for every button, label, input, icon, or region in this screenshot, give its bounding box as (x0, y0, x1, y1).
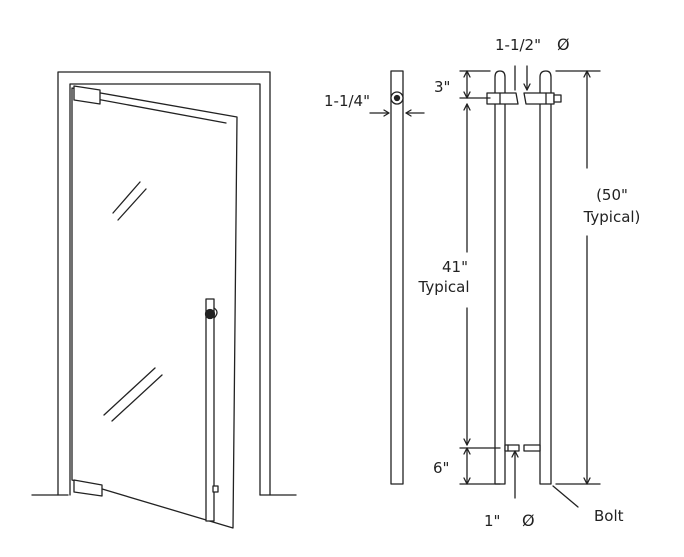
door-view (31, 71, 297, 529)
door-frame-outer (57, 71, 271, 496)
diameter-symbol-bottom: Ø (522, 511, 535, 530)
dimension-labels: 1-1/2" Ø 1-1/4" 3" 41" Typical 6" 1" Ø (… (324, 35, 640, 530)
handle-standoff-curve (213, 307, 218, 319)
label-standoff-diameter: 1" (484, 512, 500, 530)
dim-3-arrow-up (463, 70, 471, 78)
label-grip-length-2: Typical (418, 278, 470, 296)
bottom-dia-arrow (511, 450, 519, 458)
reflection-1 (112, 181, 141, 214)
left-pull-bar (494, 70, 506, 485)
top-standoff-right (523, 92, 555, 105)
side-width-arrow-left (383, 109, 390, 117)
dim-6-arrow-up (463, 447, 471, 455)
label-grip-length-1: 41" (442, 258, 468, 276)
label-handle-diameter: 1-1/2" (495, 36, 541, 54)
side-view-standoff-center (393, 94, 401, 102)
label-overall-length-2: Typical) (583, 208, 641, 226)
label-bolt: Bolt (594, 507, 624, 525)
glass-door-panel (71, 87, 238, 529)
reflection-3 (103, 367, 156, 416)
dim-6-arrow-down (463, 477, 471, 485)
bottom-standoff-left (504, 444, 520, 452)
label-side-width: 1-1/4" (324, 92, 370, 110)
reflection-2 (117, 188, 147, 221)
front-view (459, 65, 601, 508)
diameter-symbol-top: Ø (557, 35, 570, 54)
glass-edge (79, 95, 227, 124)
side-width-arrow-right (405, 109, 412, 117)
reflection-4 (111, 374, 163, 422)
dim-41-arrow-down (463, 438, 471, 446)
handle-standoff-top (204, 308, 216, 320)
right-pull-bar (539, 70, 552, 485)
dim-3-arrow-down (463, 91, 471, 99)
dim-50-arrow-up (583, 70, 591, 78)
dim-50-arrow-down (583, 477, 591, 485)
handle-standoff-bottom (212, 485, 219, 493)
bottom-standoff-right (523, 444, 541, 452)
top-bolt-cap (553, 94, 562, 103)
dim-41-arrow-up (463, 103, 471, 111)
bottom-pivot (73, 479, 103, 497)
side-view-bar (390, 70, 404, 485)
door-pull-handle (205, 298, 215, 522)
top-pivot (73, 85, 101, 105)
door-frame-inner (69, 83, 261, 496)
top-standoff-left (486, 92, 519, 105)
label-bottom-offset: 6" (433, 459, 449, 477)
label-overall-length-1: (50" (596, 186, 628, 204)
side-view (369, 70, 425, 485)
label-top-offset: 3" (434, 78, 450, 96)
bolt-leader (552, 485, 579, 508)
top-dia-arrow (523, 83, 531, 91)
